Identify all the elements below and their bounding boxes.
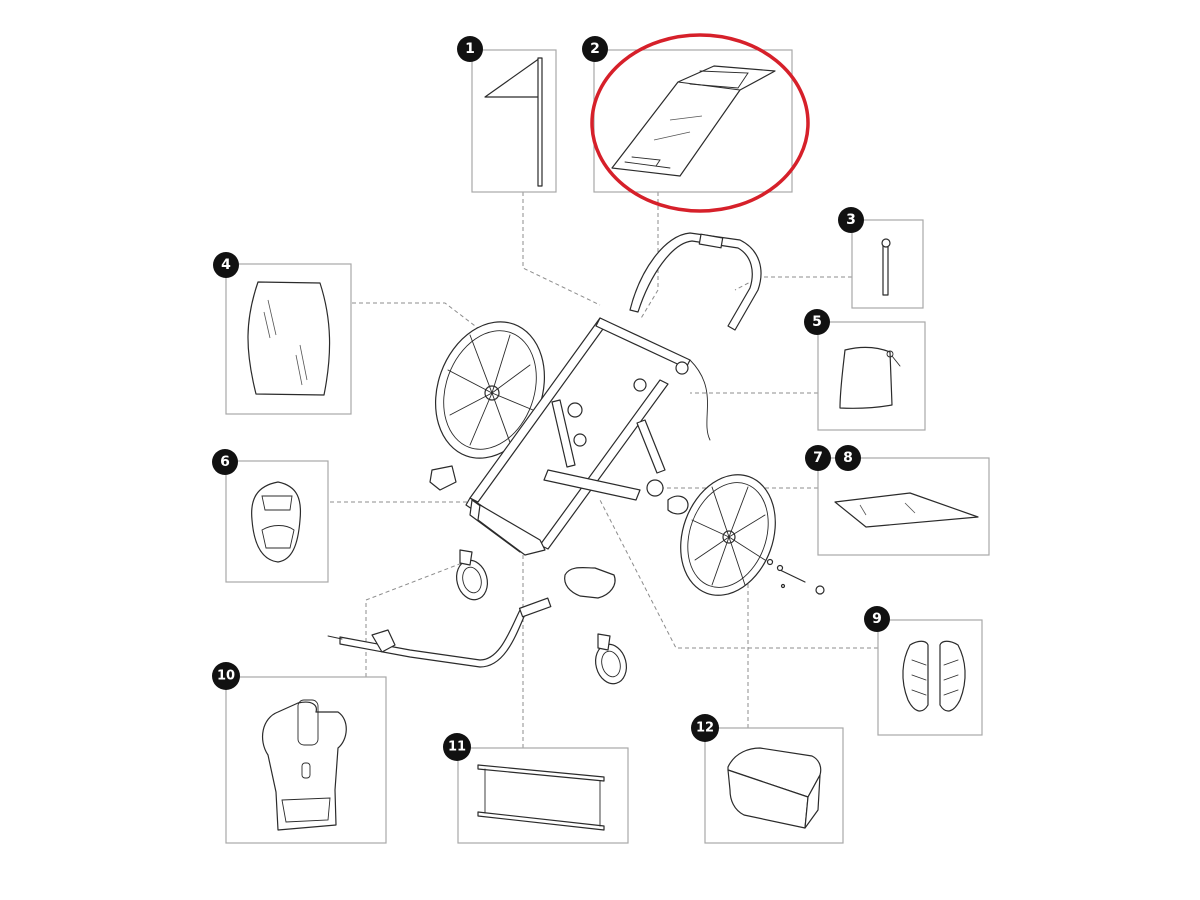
caster-wheel-2 (595, 633, 627, 685)
svg-text:7: 7 (813, 450, 823, 466)
stroller-frame (327, 232, 825, 685)
svg-text:3: 3 (846, 212, 856, 228)
rear-wheel-right (680, 474, 776, 596)
part-5-storage-bag[interactable] (817, 321, 926, 431)
svg-text:4: 4 (221, 257, 231, 273)
svg-text:2: 2 (590, 41, 600, 57)
part-1-safety-flag[interactable] (471, 49, 557, 193)
badge-2: 2 (582, 36, 608, 62)
badge-1: 1 (457, 36, 483, 62)
svg-text:11: 11 (448, 740, 466, 755)
svg-text:6: 6 (220, 454, 230, 470)
axle-hardware (766, 558, 825, 595)
svg-text:8: 8 (843, 450, 853, 466)
part-2-canopy[interactable] (593, 49, 793, 193)
badge-3: 3 (838, 207, 864, 233)
badge-6: 6 (212, 449, 238, 475)
badge-8: 8 (835, 445, 861, 471)
badge-10: 10 (212, 662, 240, 690)
part-9-shoulder-pads[interactable] (877, 619, 983, 736)
badge-7: 7 (805, 445, 831, 471)
svg-text:1: 1 (465, 41, 475, 57)
caster-wheel-1 (456, 549, 488, 601)
svg-text:12: 12 (696, 721, 714, 736)
part-11-crossbar[interactable] (457, 747, 629, 844)
part-10-seat-pad[interactable] (225, 676, 387, 844)
badge-9: 9 (864, 606, 890, 632)
badge-12: 12 (691, 714, 719, 742)
svg-text:5: 5 (812, 314, 822, 330)
part-4-rain-cover[interactable] (225, 263, 352, 415)
rear-wheel-left (434, 321, 546, 459)
badge-5: 5 (804, 309, 830, 335)
svg-text:9: 9 (872, 611, 882, 627)
highlight-ellipse (590, 33, 810, 213)
part-6-head-pad[interactable] (225, 460, 329, 583)
part-3-wrist-strap[interactable] (851, 219, 924, 309)
svg-text:10: 10 (217, 669, 235, 684)
part-7-8-sun-shade[interactable] (817, 457, 990, 556)
badge-4: 4 (213, 252, 239, 278)
badge-11: 11 (443, 733, 471, 761)
part-12-basket[interactable] (704, 727, 844, 844)
